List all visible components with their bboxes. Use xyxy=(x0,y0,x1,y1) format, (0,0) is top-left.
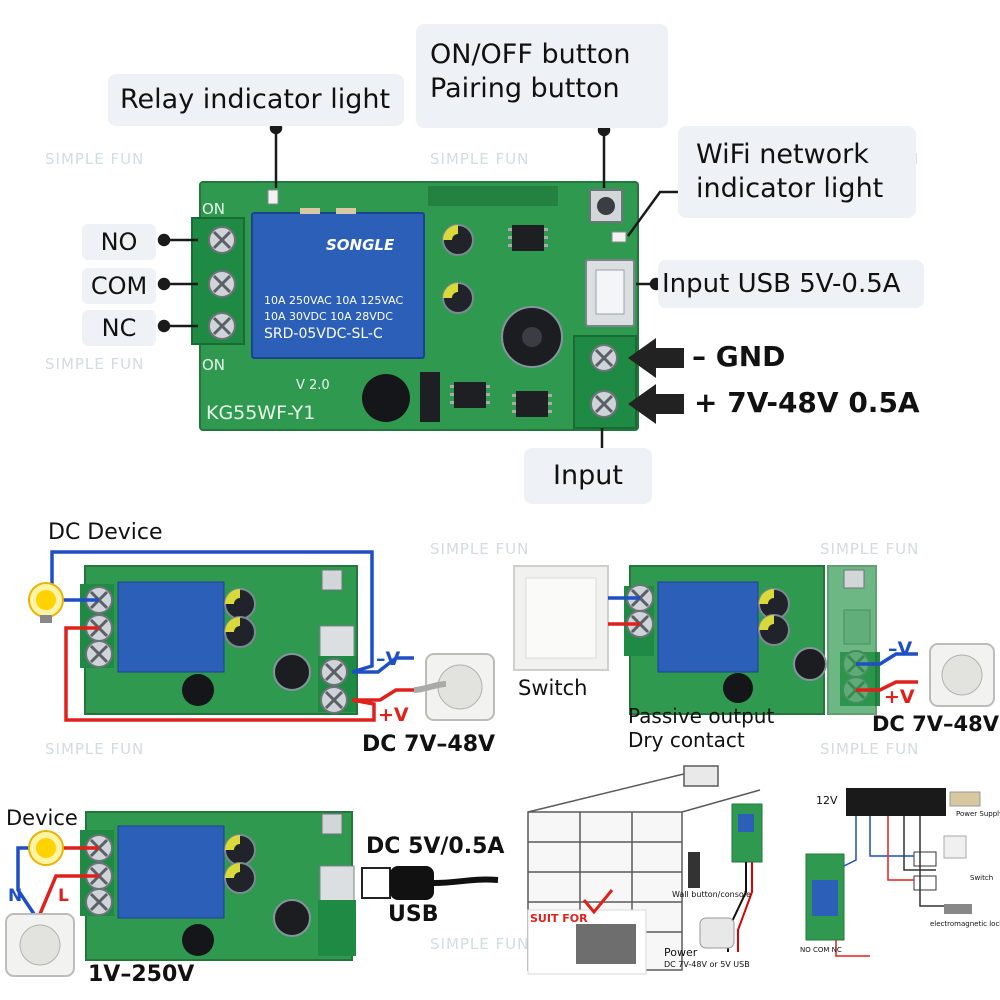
watermark-text: SIMPLE FUN xyxy=(820,540,920,558)
usb-label: USB xyxy=(388,902,439,927)
watermark-text: SIMPLE FUN xyxy=(820,740,920,758)
usb-input-label: Input USB 5V-0.5A xyxy=(662,269,901,299)
onoff-button-label: ON/OFF button xyxy=(430,39,631,70)
watermark-text: SIMPLE FUN xyxy=(45,740,145,758)
dc-plus-label: +V xyxy=(378,704,409,726)
main-board xyxy=(191,181,639,431)
input-label: Input xyxy=(553,460,623,491)
dc-minus-label: –V xyxy=(376,648,401,670)
board-on-label: ON xyxy=(202,200,226,218)
lock-switch-label: Switch xyxy=(970,874,994,882)
relay-indicator-label: Relay indicator light xyxy=(120,84,391,115)
wall-socket-icon xyxy=(413,653,495,721)
usb-voltage-label: DC 5V/0.5A xyxy=(366,834,505,859)
switch-label: Switch xyxy=(518,676,588,700)
passive-output-label: Passive output xyxy=(628,704,775,728)
wifi-indicator-label-2: indicator light xyxy=(696,172,884,204)
wifi-indicator-callout: WiFi network indicator light xyxy=(678,126,916,218)
switch-wiring xyxy=(608,596,918,692)
gnd-label: – GND xyxy=(692,340,786,373)
watermark-text: SIMPLE FUN xyxy=(430,540,530,558)
power-label: Power xyxy=(664,946,698,959)
input-callout: Input xyxy=(524,448,652,504)
suit-for-badge xyxy=(527,889,647,975)
live-label: L xyxy=(58,886,69,906)
bulb-icon xyxy=(28,830,64,866)
console-label: Wall button/console xyxy=(672,890,751,899)
bulb-icon xyxy=(28,582,64,623)
gnd-arrow xyxy=(628,338,684,378)
vplus-arrow xyxy=(628,384,684,424)
relay-rating-1: 10A 250VAC 10A 125VAC xyxy=(264,294,404,307)
eu-plug-icon xyxy=(699,917,735,949)
dry-contact-label: Dry contact xyxy=(628,728,745,752)
relay-brand-label: SONGLE xyxy=(326,236,395,254)
board-model-label: KG55WF-Y1 xyxy=(206,402,316,424)
lock-wiring xyxy=(835,816,944,957)
pairing-button-label: Pairing button xyxy=(430,72,620,104)
lock-12v-label: 12V xyxy=(816,794,838,807)
switch-board xyxy=(624,565,880,715)
dc-wiring xyxy=(50,550,414,722)
switch-voltage-label: DC 7V–48V xyxy=(872,712,999,736)
wifi-indicator-label-1: WiFi network xyxy=(696,139,869,170)
vplus-label: + 7V-48V 0.5A xyxy=(694,386,920,419)
ac-voltage-label: 1V–250V xyxy=(88,962,195,987)
ac-wiring xyxy=(16,846,99,915)
suit-for-label: SUIT FOR xyxy=(530,912,588,925)
power-supply-label: Power Supply xyxy=(956,810,1000,818)
relay-indicator-callout: Relay indicator light xyxy=(108,74,404,126)
wall-socket-icon xyxy=(929,643,995,707)
ac-device-label: Device xyxy=(6,806,78,830)
wall-switch-icon xyxy=(513,565,609,671)
terminal-no-label: NO xyxy=(82,224,156,260)
dc-device-title: DC Device xyxy=(48,520,163,545)
board-on-label: ON xyxy=(202,356,226,374)
board-version-label: V 2.0 xyxy=(296,378,330,393)
power-spec-label: DC 7V-48V or 5V USB xyxy=(664,960,750,969)
switch-minus-label: –V xyxy=(888,638,913,660)
ac-board xyxy=(80,811,356,961)
lock-terminals-label: NO COM NC xyxy=(800,946,842,954)
usb-input-callout: Input USB 5V-0.5A xyxy=(658,260,924,308)
garage-module xyxy=(727,803,763,952)
relay-model-label: SRD-05VDC-SL-C xyxy=(264,326,383,342)
terminal-com-label: COM xyxy=(82,268,156,304)
watermark-text: SIMPLE FUN xyxy=(430,935,530,953)
wall-socket-icon xyxy=(5,913,75,977)
terminal-nc-label: NC xyxy=(82,310,156,346)
electromagnetic-lock-label: electromagnetic lock xyxy=(930,920,1000,928)
usb-cable-icon xyxy=(361,866,499,900)
watermark-text: SIMPLE FUN xyxy=(45,150,145,168)
dc-board xyxy=(80,565,358,715)
relay-rating-2: 10A 30VDC 10A 28VDC xyxy=(264,310,393,323)
watermark-text: SIMPLE FUN xyxy=(45,355,145,373)
button-callout: ON/OFF button Pairing button xyxy=(416,24,668,128)
lock-diagram xyxy=(805,788,981,941)
switch-plus-label: +V xyxy=(884,686,915,708)
neutral-label: N xyxy=(8,886,23,906)
watermark-text: SIMPLE FUN xyxy=(430,150,530,168)
dc-voltage-label: DC 7V–48V xyxy=(362,732,496,757)
